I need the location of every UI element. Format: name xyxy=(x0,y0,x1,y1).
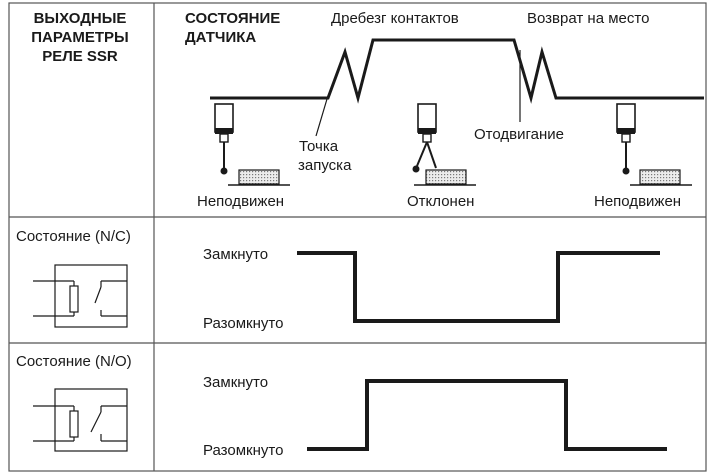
probe-state-waveform xyxy=(210,38,704,137)
probe-seated-icon xyxy=(214,103,234,175)
probe-deflected-icon xyxy=(412,103,437,173)
trigger-point-label-1: Точка xyxy=(299,138,339,155)
nc-closed-label: Замкнуто xyxy=(203,246,268,263)
table-grid xyxy=(8,2,707,472)
contact-bounce-label: Дребезг контактов xyxy=(331,10,459,27)
probe-heading-line-2: ДАТЧИКА xyxy=(185,29,256,46)
nc-open-label: Разомкнуто xyxy=(203,315,283,332)
heading-line-3: РЕЛЕ SSR xyxy=(42,48,118,65)
nc-output-waveform xyxy=(297,251,660,323)
retract-label: Отодвигание xyxy=(474,126,564,143)
normally-open-relay-icon xyxy=(33,388,128,452)
probe-state-label-seated-2: Неподвижен xyxy=(594,193,681,210)
probe-state-label-seated-1: Неподвижен xyxy=(197,193,284,210)
no-output-waveform xyxy=(307,379,667,451)
normally-closed-relay-icon xyxy=(33,264,128,328)
trigger-point-label-2: запуска xyxy=(298,157,352,174)
probe-heading-line-1: СОСТОЯНИЕ xyxy=(185,10,280,27)
nc-state-title: Состояние (N/C) xyxy=(16,228,131,245)
probe-state-label-deflected: Отклонен xyxy=(407,193,474,210)
workpiece-icon xyxy=(228,169,290,186)
workpiece-icon xyxy=(630,169,692,186)
workpiece-icon xyxy=(414,169,476,186)
output-params-heading: ВЫХОДНЫЕ ПАРАМЕТРЫ РЕЛЕ SSR xyxy=(31,10,129,65)
return-label: Возврат на место xyxy=(527,10,649,27)
probe-state-heading: СОСТОЯНИЕ ДАТЧИКА xyxy=(185,10,280,46)
no-closed-label: Замкнуто xyxy=(203,374,268,391)
no-state-title: Состояние (N/O) xyxy=(16,353,132,370)
no-open-label: Разомкнуто xyxy=(203,442,283,459)
probe-seated-icon xyxy=(616,103,636,175)
heading-line-2: ПАРАМЕТРЫ xyxy=(31,29,129,46)
heading-line-1: ВЫХОДНЫЕ xyxy=(34,10,127,27)
